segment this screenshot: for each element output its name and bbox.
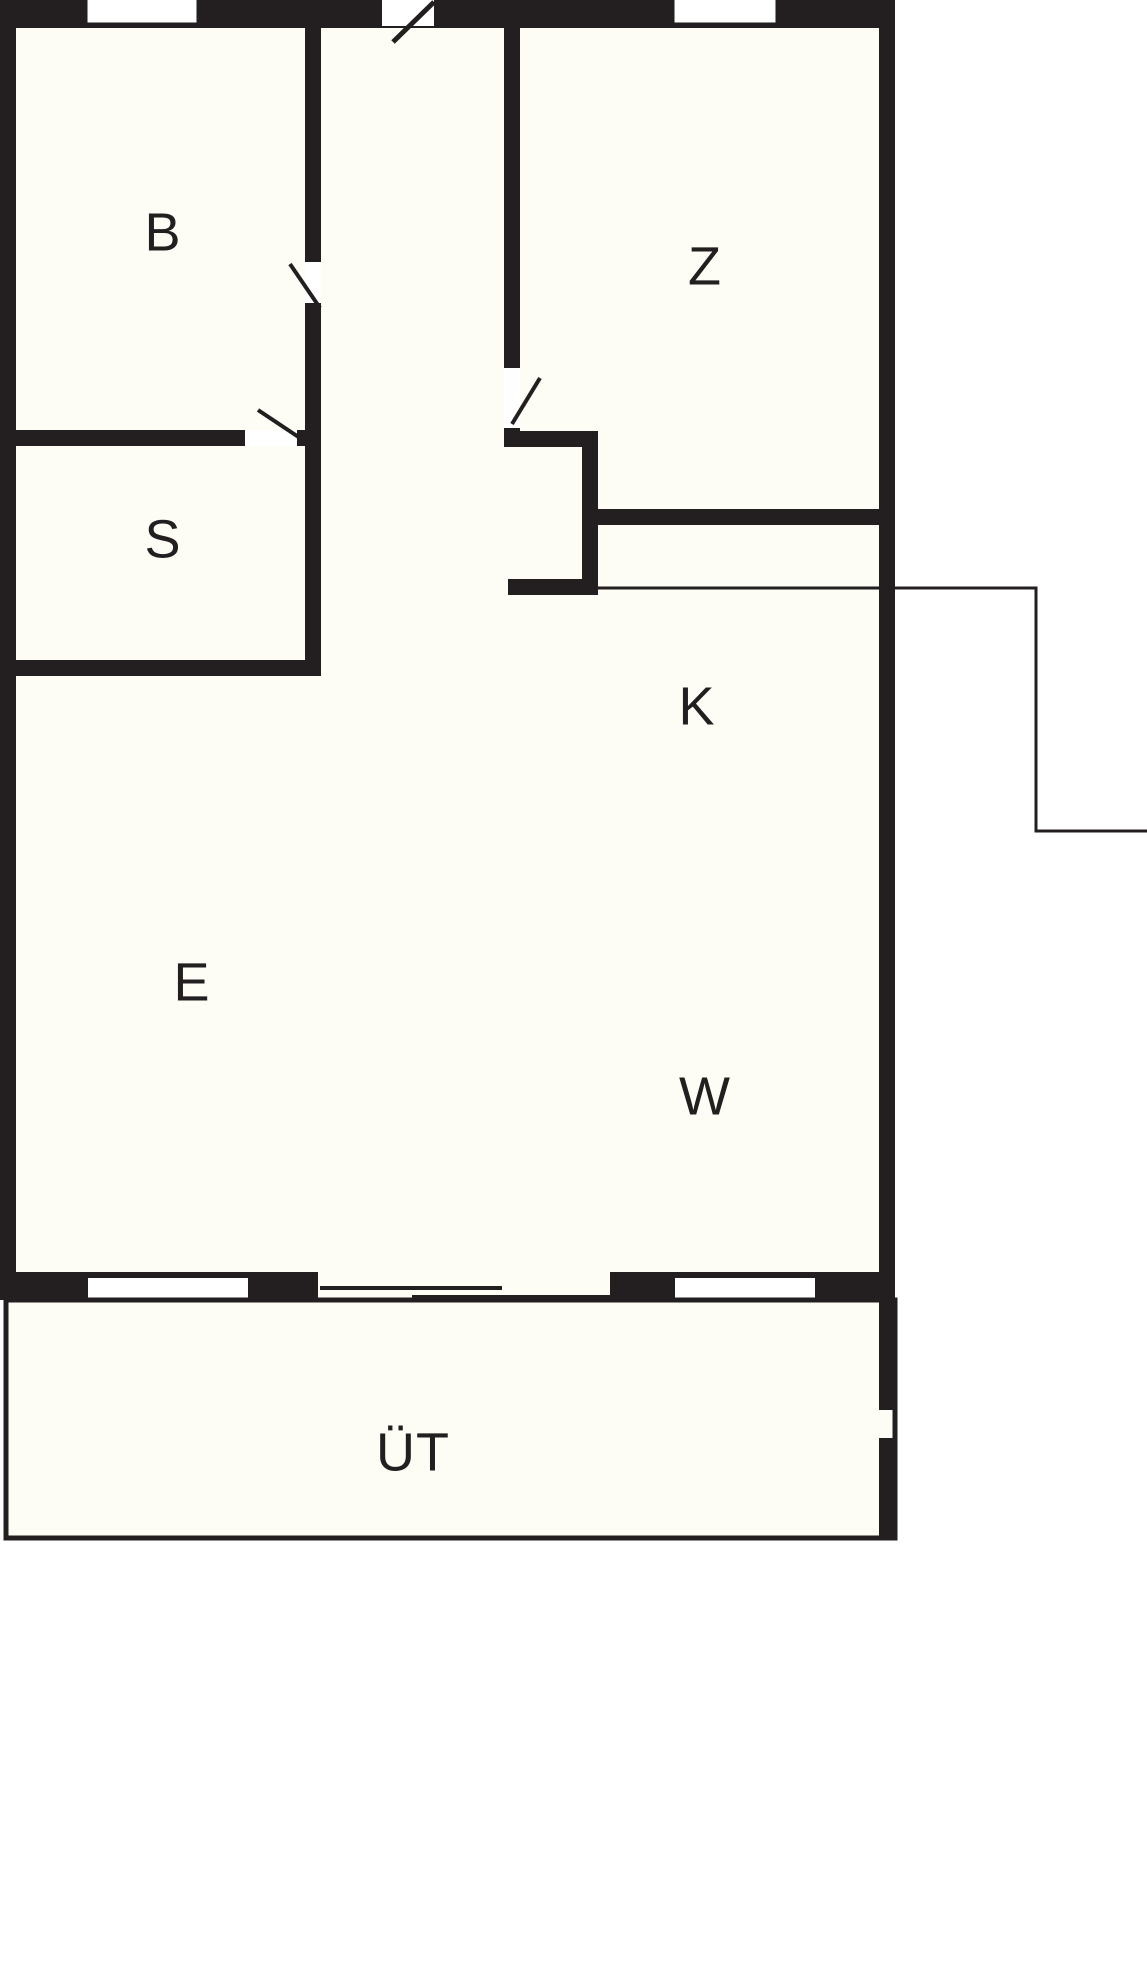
interior-wall-s-door-stub: [297, 430, 321, 446]
room-label-w: W: [679, 1066, 731, 1126]
exterior-wall-right-terrace-lower: [879, 1438, 895, 1538]
interior-wall-z-bottom: [596, 509, 879, 525]
door-opening-s: [245, 430, 297, 446]
window-top-left: [87, 0, 197, 23]
room-label-z: Z: [688, 236, 722, 296]
exterior-wall-right: [879, 0, 895, 1300]
interior-wall-b-s-divider: [16, 430, 245, 446]
room-label-e: E: [173, 952, 210, 1012]
room-label-s: S: [144, 509, 181, 569]
interior-wall-s-bottom: [16, 660, 321, 676]
exterior-wall-left: [0, 0, 16, 1300]
exterior-wall-right-terrace: [879, 1300, 895, 1410]
window-bottom-right: [675, 1278, 815, 1298]
interior-wall-kitchen-top-left: [504, 431, 596, 447]
door-leaf-z: [510, 376, 542, 426]
room-label-k: K: [678, 676, 715, 736]
terrace-outline: [3, 1297, 898, 1541]
room-label-b: B: [144, 202, 181, 262]
interior-wall-b-right-lower: [305, 303, 321, 437]
house-floor-fill: [0, 0, 895, 1300]
room-label-ut: ÜT: [376, 1422, 450, 1482]
interior-wall-z-left-upper: [504, 16, 520, 368]
door-leaf-s: [256, 408, 305, 442]
window-bottom-left: [88, 1278, 248, 1298]
interior-wall-kitchen-bottom-left: [508, 579, 598, 595]
door-opening-z: [504, 368, 520, 428]
interior-wall-b-right-upper: [305, 16, 321, 262]
door-leaf-b-upper: [288, 262, 322, 310]
entrance-door-leaf: [391, 0, 436, 44]
window-top-right: [674, 0, 776, 23]
interior-wall-kitchen-left: [582, 431, 598, 593]
interior-wall-s-right: [305, 446, 321, 665]
kitchen-counter-outline: [598, 586, 1147, 833]
